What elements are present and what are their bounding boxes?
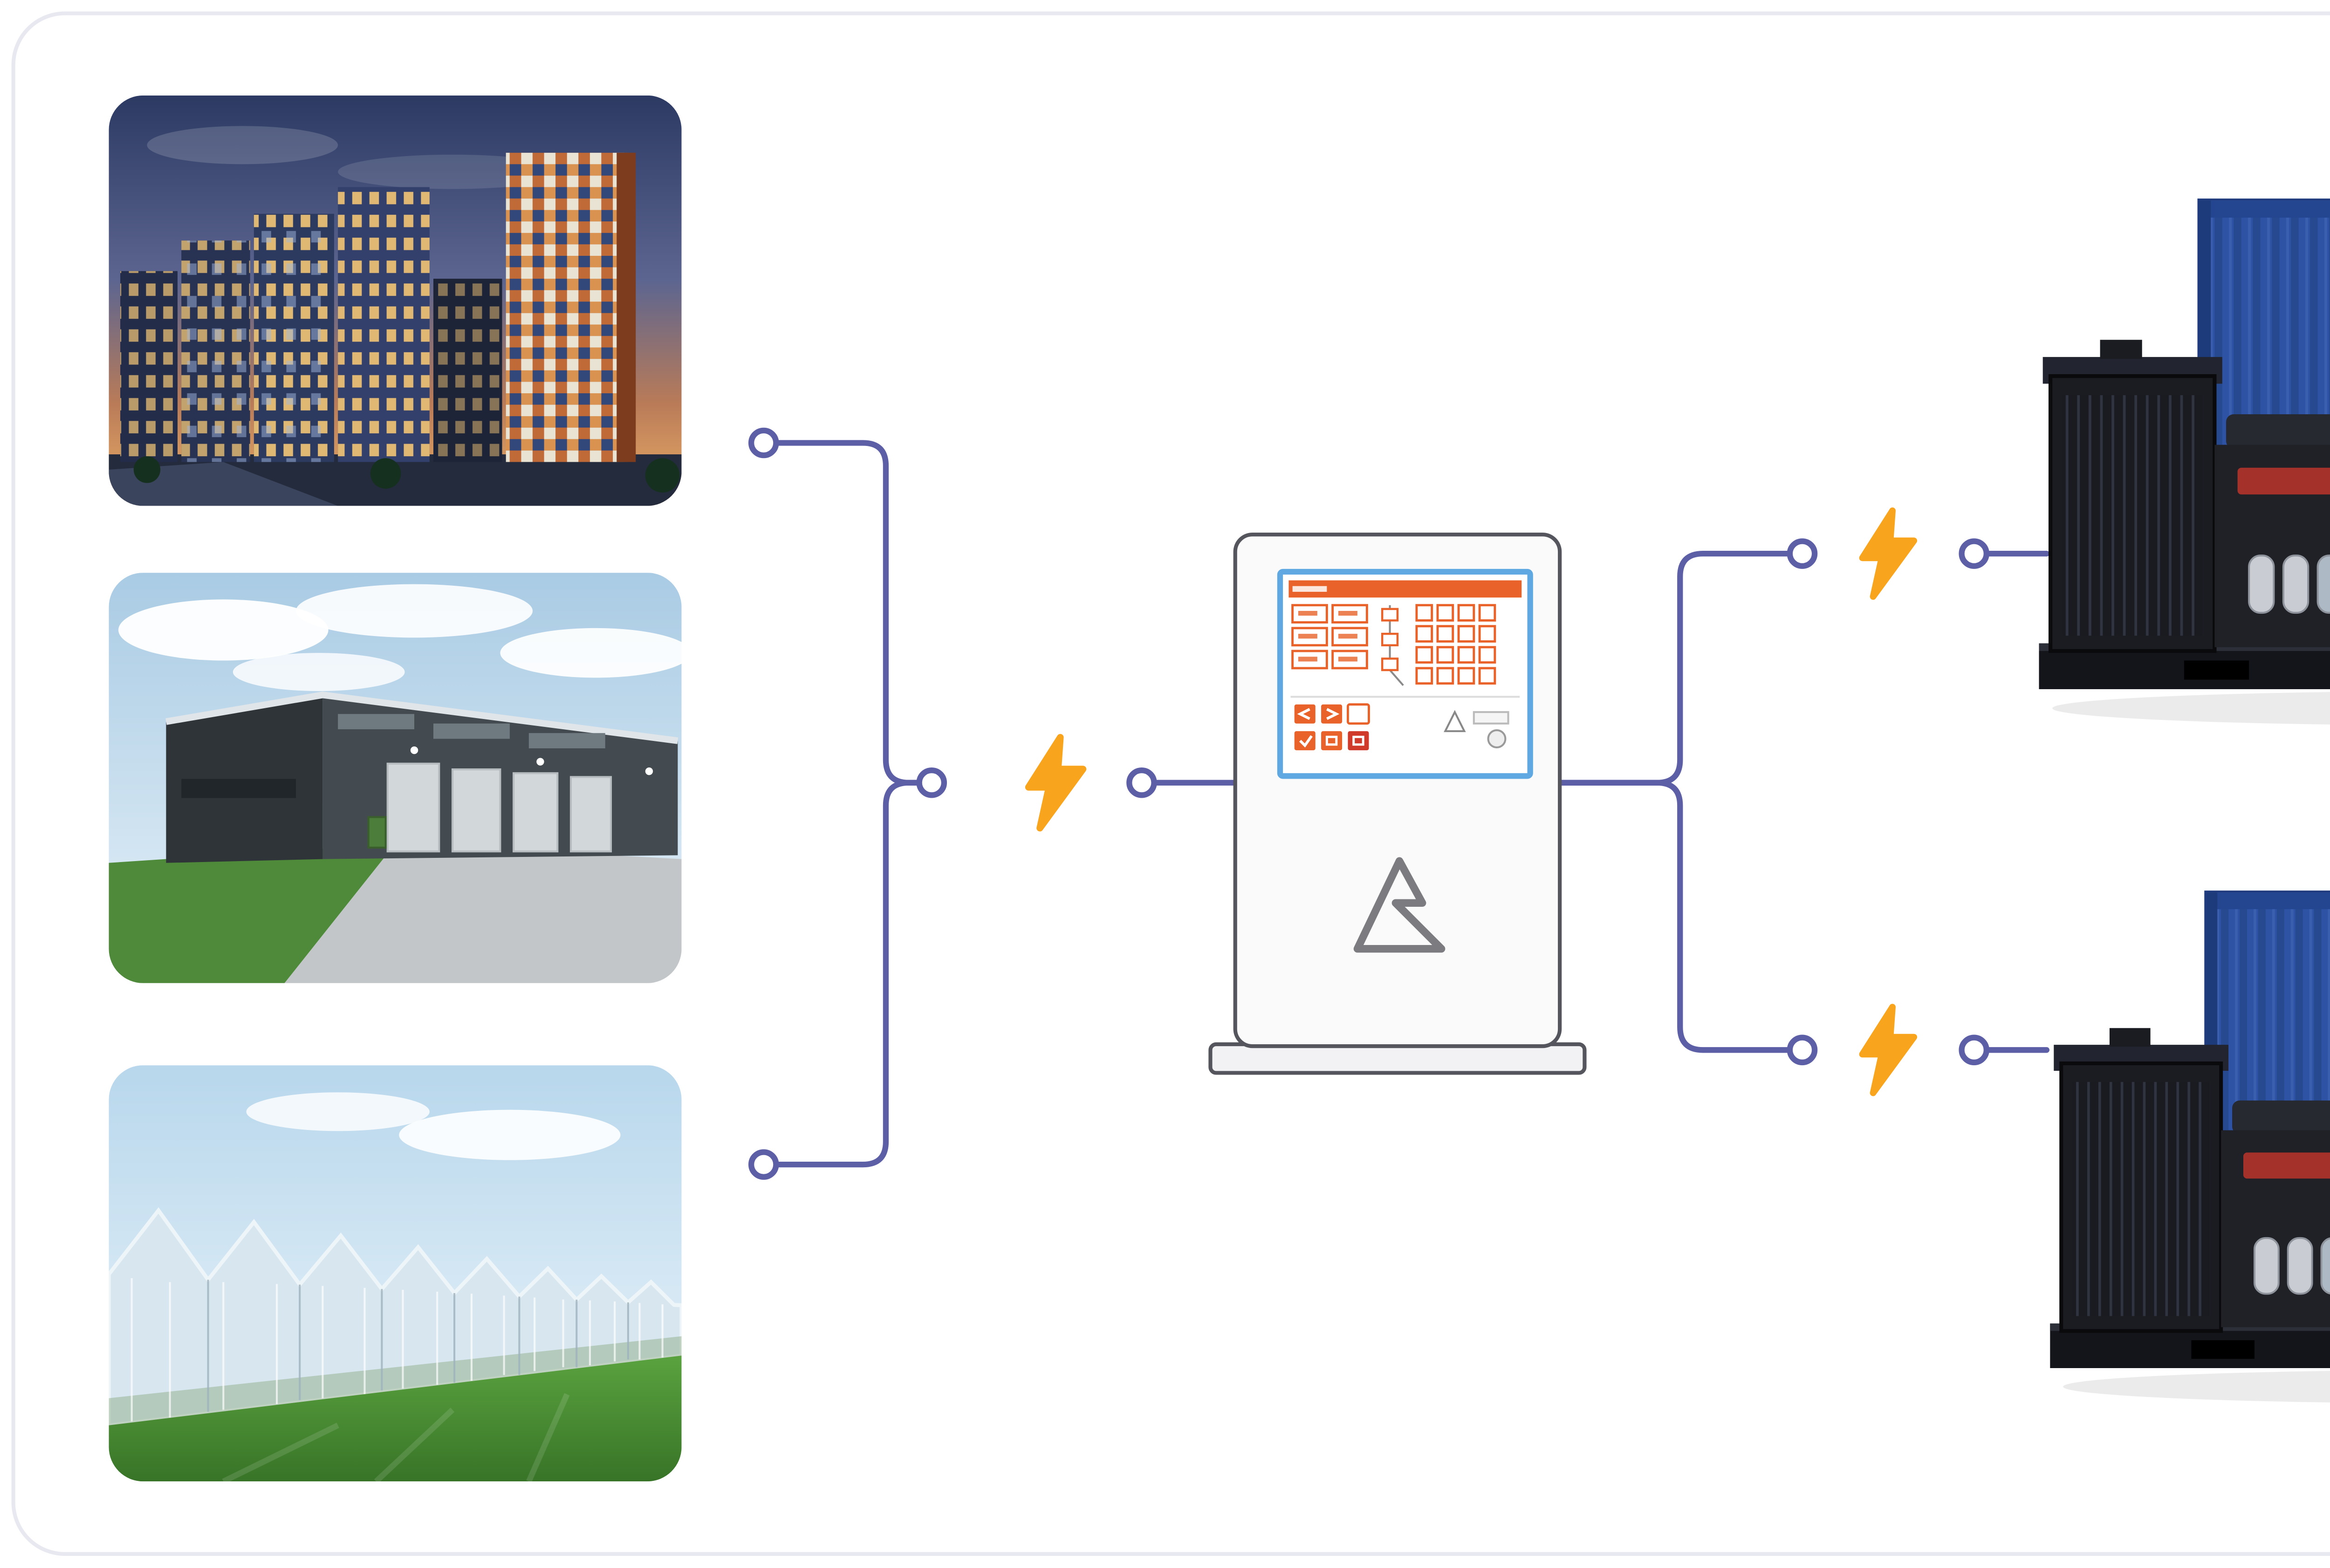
lightning-icon [1859, 507, 1918, 600]
city-towers [120, 152, 636, 462]
lightning-icon [1859, 1004, 1918, 1096]
greenhouse-range [109, 1207, 682, 1427]
residential-buildings-photo [109, 95, 682, 506]
tss-logo-icon [1353, 857, 1446, 953]
controller-ui [1288, 580, 1522, 751]
industrial-hall [165, 692, 678, 863]
cabinet-screen [1277, 568, 1533, 779]
automatic-transfer-switch-cabinet [1233, 533, 1562, 1048]
industrial-building-photo [109, 573, 682, 983]
generator-unit-2 [2035, 855, 2330, 1412]
generator-unit-1 [2024, 162, 2330, 735]
greenhouses-photo [109, 1065, 682, 1482]
lightning-icon [1025, 734, 1087, 832]
